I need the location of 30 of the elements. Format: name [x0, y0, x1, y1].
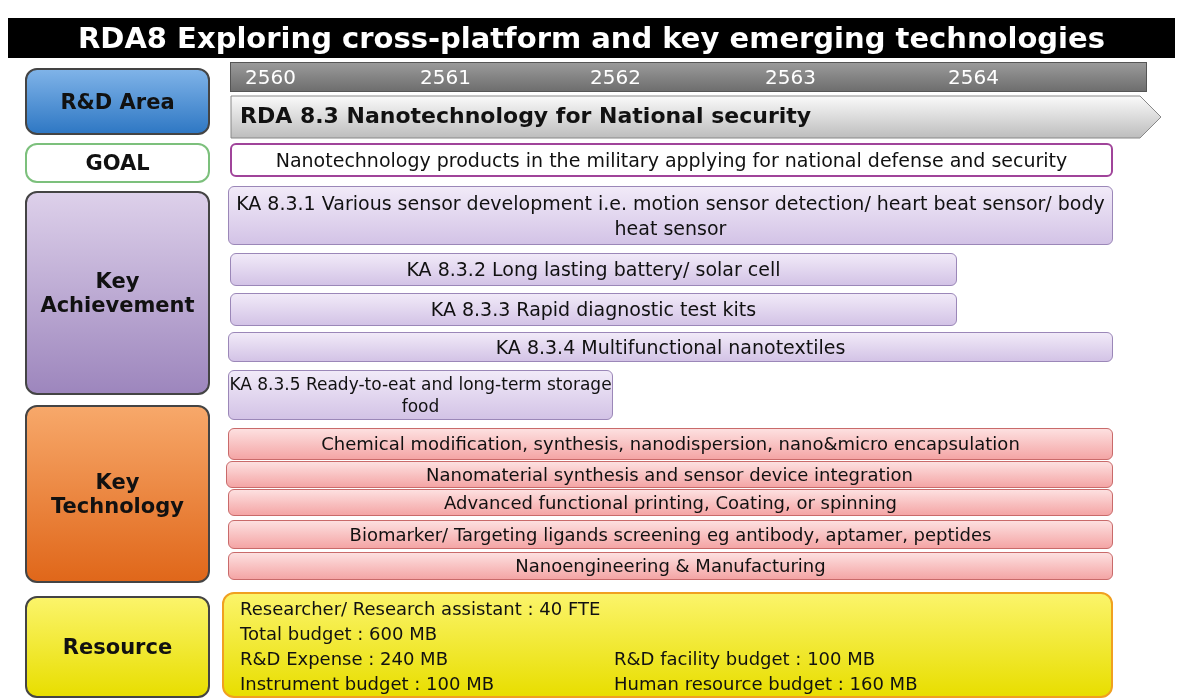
technology-bar: Nanomaterial synthesis and sensor device integration	[226, 461, 1113, 488]
year-label: 2562	[590, 65, 641, 89]
achievement-bar: KA 8.3.5 Ready-to-eat and long-term storage food	[228, 370, 613, 420]
achievement-bar: KA 8.3.2 Long lasting battery/ solar cell	[230, 253, 957, 286]
resource-item: Researcher/ Research assistant : 40 FTE	[240, 598, 601, 619]
resource-item: Total budget : 600 MB	[240, 623, 438, 644]
category-label: Key Technology	[25, 405, 210, 583]
year-label: 2560	[245, 65, 296, 89]
year-label: 2561	[420, 65, 471, 89]
technology-bar: Advanced functional printing, Coating, or spinning	[228, 489, 1113, 516]
resource-item: R&D facility budget : 100 MB	[614, 648, 876, 669]
goal-text: Nanotechnology products in the military applying for national defense and security	[230, 143, 1113, 177]
technology-bar: Nanoengineering & Manufacturing	[228, 552, 1113, 580]
category-label: R&D Area	[25, 68, 210, 135]
resource-item: Instrument budget : 100 MB	[240, 673, 495, 694]
resource-item: R&D Expense : 240 MB	[240, 648, 448, 669]
technology-bar: Chemical modification, synthesis, nanodispersion, nano&micro encapsulation	[228, 428, 1113, 460]
year-label: 2564	[948, 65, 999, 89]
achievement-bar: KA 8.3.1 Various sensor development i.e. motion sensor detection/ heart beat sensor/ body heat sensor	[228, 186, 1113, 245]
year-label: 2563	[765, 65, 816, 89]
achievement-bar: KA 8.3.3 Rapid diagnostic test kits	[230, 293, 957, 326]
achievement-bar: KA 8.3.4 Multifunctional nanotextiles	[228, 332, 1113, 362]
title-banner: RDA8 Exploring cross-platform and key emerging technologies	[8, 18, 1175, 58]
banner-title: RDA 8.3 Nanotechnology for National security	[240, 103, 812, 128]
resource-panel	[222, 592, 1113, 698]
category-label: Resource	[25, 596, 210, 698]
resource-item: Human resource budget : 160 MB	[614, 673, 918, 694]
technology-bar: Biomarker/ Targeting ligands screening eg antibody, aptamer, peptides	[228, 520, 1113, 549]
category-label: GOAL	[25, 143, 210, 183]
category-label: Key Achievement	[25, 191, 210, 395]
